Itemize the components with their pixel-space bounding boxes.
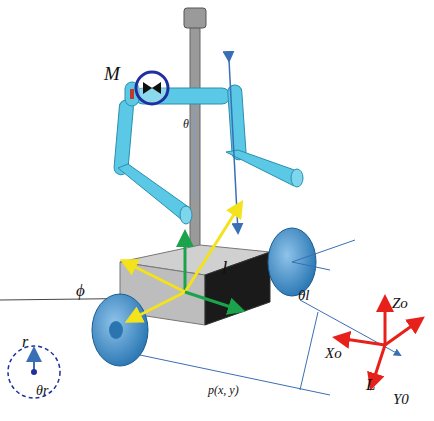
symbol-label: θ (183, 118, 189, 130)
symbol-label: Xo (325, 346, 342, 361)
symbol-label: Y0 (393, 392, 409, 407)
symbol-label: Zo (392, 296, 408, 311)
symbol-label: θl (298, 288, 310, 303)
symbol-label: r (22, 334, 28, 350)
symbol-label: ϕ (76, 282, 85, 299)
symbol-label: l (222, 258, 227, 277)
symbol-label: L (366, 376, 375, 393)
symbol-label: p(x, y) (208, 384, 239, 396)
symbol-label: θr (36, 384, 48, 398)
symbol-label: M (104, 64, 120, 83)
